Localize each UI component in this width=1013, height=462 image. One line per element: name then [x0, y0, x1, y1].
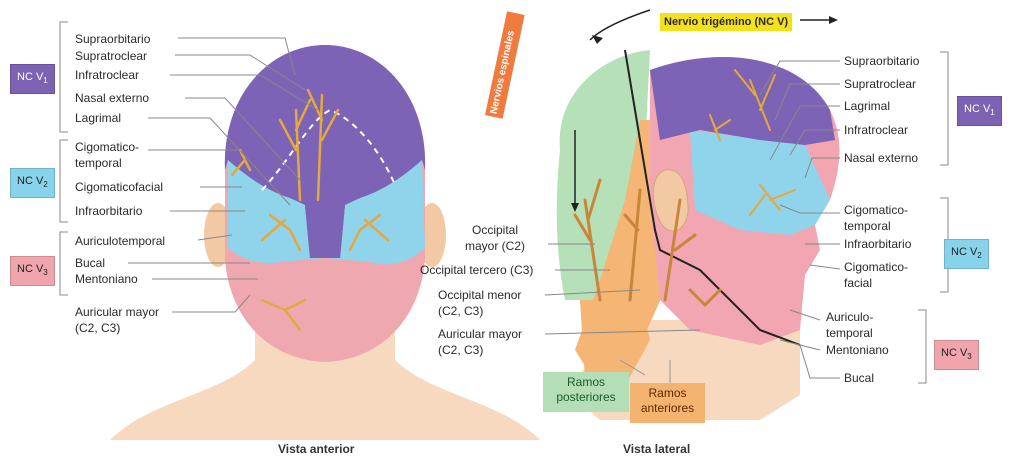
lat-label-nasal-externo: Nasal externo: [844, 151, 918, 165]
lat-label-occipital-tercero: Occipital tercero (C3): [420, 263, 533, 277]
lat-label-occipital-mayor-2: mayor (C2): [465, 239, 525, 253]
ant-label-auricular-mayor-2: (C2, C3): [75, 321, 120, 335]
caption-anterior: Vista anterior: [278, 442, 354, 456]
lat-label-cigomatico-facial-2: facial: [844, 276, 872, 290]
ant-label-cigomaticofacial: Cigomaticofacial: [75, 180, 163, 194]
ant-label-lagrimal: Lagrimal: [75, 111, 121, 125]
lat-label-infraorbitario: Infraorbitario: [844, 237, 911, 251]
ant-label-infratroclear: Infratroclear: [75, 68, 139, 82]
lat-label-cigomatico-temporal-1: Cigomatico-: [844, 203, 908, 217]
badge-nc-v2-lateral: NC V2: [944, 239, 989, 269]
lat-label-auriculo-temporal-1: Auriculo-: [826, 310, 873, 324]
lat-label-cigomatico-temporal-2: temporal: [844, 219, 891, 233]
ramos-posteriores-box: Ramos posteriores: [543, 372, 629, 412]
badge-nc-v2-anterior: NC V2: [10, 168, 55, 198]
ant-label-auricular-mayor-1: Auricular mayor: [75, 305, 159, 319]
lat-label-auriculo-temporal-2: temporal: [826, 326, 873, 340]
lat-label-bucal: Bucal: [844, 371, 874, 385]
ant-label-bucal: Bucal: [75, 256, 105, 270]
lat-label-occipital-menor-2: (C2, C3): [438, 304, 483, 318]
badge-nc-v1-lateral: NC V1: [957, 96, 1002, 126]
ant-label-auriculotemporal: Auriculotemporal: [75, 234, 165, 248]
lat-label-lagrimal: Lagrimal: [844, 99, 890, 113]
ant-label-cigomatico-temporal-1: Cigomatico-: [75, 140, 139, 154]
lat-label-auricular-mayor-2: (C2, C3): [438, 343, 483, 357]
lat-label-occipital-menor-1: Occipital menor: [438, 288, 521, 302]
ramos-anteriores-box: Ramos anteriores: [630, 383, 705, 423]
ramos-anteriores-line1: Ramos: [630, 386, 705, 401]
badge-nc-v1-anterior: NC V1: [10, 64, 55, 94]
badge-nc-v3-anterior: NC V3: [10, 256, 55, 286]
lat-label-auricular-mayor-1: Auricular mayor: [438, 327, 522, 341]
ant-label-infraorbitario: Infraorbitario: [75, 204, 142, 218]
ramos-anteriores-line2: anteriores: [630, 401, 705, 416]
ant-label-supraorbitario: Supraorbitario: [75, 32, 150, 46]
badge-nc-v3-lateral: NC V3: [934, 340, 979, 370]
lateral-head: [557, 10, 840, 420]
lat-label-supratroclear: Supratroclear: [844, 77, 916, 91]
ramos-posteriores-line2: posteriores: [543, 390, 629, 405]
lat-label-occipital-mayor-1: Occipital: [472, 223, 518, 237]
trigemino-label: Nervio trigémino (NC V): [660, 13, 792, 31]
ramos-posteriores-line1: Ramos: [543, 375, 629, 390]
lat-label-infratroclear: Infratroclear: [844, 123, 908, 137]
ant-label-mentoniano: Mentoniano: [75, 272, 138, 286]
lat-label-cigomatico-facial-1: Cigomatico-: [844, 260, 908, 274]
lat-label-mentoniano: Mentoniano: [826, 343, 889, 357]
ant-label-nasal-externo: Nasal externo: [75, 91, 149, 105]
ant-label-cigomatico-temporal-2: temporal: [75, 156, 122, 170]
ant-label-supratroclear: Supratroclear: [75, 49, 147, 63]
lat-label-supraorbitario: Supraorbitario: [844, 54, 919, 68]
caption-lateral: Vista lateral: [623, 442, 690, 456]
